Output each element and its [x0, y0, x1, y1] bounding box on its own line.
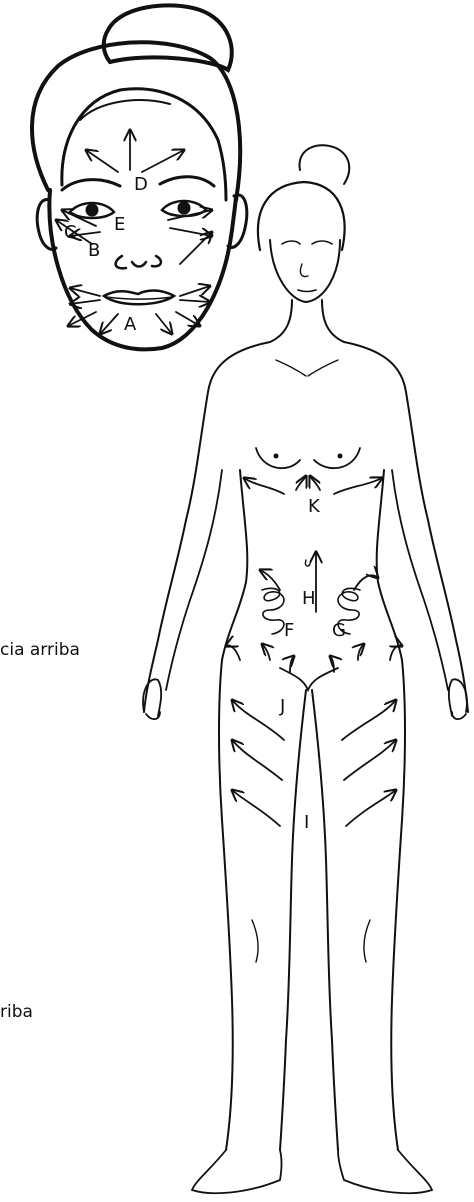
- torso-left: [222, 470, 247, 660]
- body-hair: [299, 145, 349, 184]
- breasts: [256, 448, 360, 468]
- face-contour: [49, 190, 236, 349]
- label-a: A: [124, 314, 137, 335]
- left-leg-outer: [219, 660, 233, 1150]
- label-h: H: [302, 588, 316, 609]
- nose: [116, 256, 161, 268]
- label-c: C: [64, 222, 77, 243]
- right-arm: [344, 342, 468, 712]
- label-d: D: [134, 174, 148, 195]
- body-letter-labels: F G H I J K: [279, 496, 346, 833]
- right-leg-outer: [391, 660, 405, 1150]
- side-text-upper: cia arriba: [0, 640, 80, 660]
- label-f: F: [284, 620, 294, 641]
- side-text-lower: riba: [0, 1002, 33, 1022]
- neck: [270, 300, 344, 342]
- left-foot: [192, 1150, 282, 1193]
- label-i: I: [304, 812, 309, 833]
- right-eyebrow: [160, 177, 214, 186]
- left-arm: [144, 342, 270, 712]
- body-arrows: [226, 476, 402, 826]
- right-leg-inner: [312, 690, 338, 1150]
- body-head: [270, 240, 340, 302]
- right-foot: [338, 1150, 432, 1193]
- left-eyebrow: [62, 180, 120, 190]
- label-e: E: [114, 214, 125, 235]
- label-g: G: [332, 620, 346, 641]
- torso-right: [377, 470, 402, 660]
- body-illustration: [143, 145, 468, 1193]
- label-k: K: [308, 496, 321, 517]
- label-j: J: [279, 696, 285, 717]
- pelvis: [280, 668, 338, 690]
- label-b: B: [88, 240, 100, 261]
- left-leg-inner: [280, 690, 306, 1150]
